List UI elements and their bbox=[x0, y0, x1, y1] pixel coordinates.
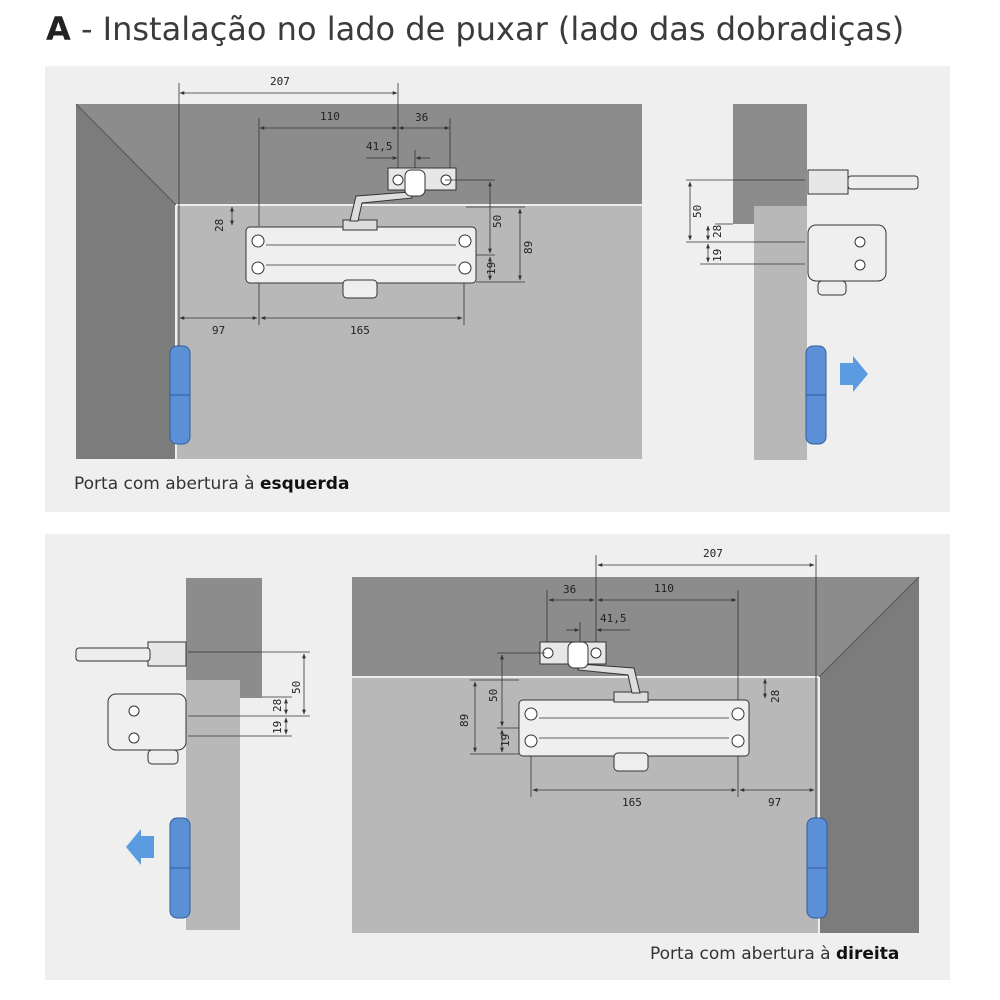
frame bbox=[186, 578, 262, 698]
dim-41-5: 41,5 bbox=[366, 140, 393, 153]
arrow-right-icon bbox=[840, 356, 868, 392]
caption-left: Porta com abertura à esquerda bbox=[74, 474, 349, 494]
caption-left-bold: esquerda bbox=[259, 474, 350, 494]
dim-110: 110 bbox=[654, 582, 674, 595]
dim-36: 36 bbox=[415, 111, 428, 124]
dim-97: 97 bbox=[212, 324, 225, 337]
closer-body bbox=[518, 699, 750, 757]
door-edge bbox=[186, 680, 240, 930]
side-dim-50: 50 bbox=[290, 681, 303, 694]
dim-19: 19 bbox=[499, 734, 512, 747]
side-dim-28: 28 bbox=[711, 225, 724, 238]
arrow-left-icon bbox=[126, 829, 154, 865]
dim-50: 50 bbox=[491, 215, 504, 228]
dim-165: 165 bbox=[622, 796, 642, 809]
dim-110: 110 bbox=[320, 110, 340, 123]
side-dim-19: 19 bbox=[711, 249, 724, 262]
dim-165: 165 bbox=[350, 324, 370, 337]
dim-36: 36 bbox=[563, 583, 576, 596]
closer-side bbox=[107, 693, 187, 751]
side-dim-50: 50 bbox=[691, 205, 704, 218]
dim-50: 50 bbox=[487, 689, 500, 702]
title-letter: A bbox=[46, 10, 71, 48]
door-edge bbox=[754, 206, 807, 460]
side-view-bottom: 50 28 19 bbox=[75, 578, 310, 930]
dim-207: 207 bbox=[270, 75, 290, 88]
dim-97: 97 bbox=[768, 796, 781, 809]
caption-right-prefix: Porta com abertura à bbox=[650, 944, 836, 964]
caption-right-bold: direita bbox=[835, 944, 900, 964]
dim-19: 19 bbox=[485, 262, 498, 275]
caption-right: Porta com abertura à direita bbox=[650, 944, 899, 964]
dim-89: 89 bbox=[522, 241, 535, 254]
dim-28: 28 bbox=[213, 219, 226, 232]
title-text: - Instalação no lado de puxar (lado das … bbox=[80, 10, 905, 48]
dim-89: 89 bbox=[458, 714, 471, 727]
frame bbox=[733, 104, 807, 224]
side-view-top: 50 28 19 bbox=[686, 104, 919, 460]
front-view-top: 207 110 36 41,5 28 50 89 19 97 165 bbox=[75, 75, 642, 459]
side-dim-19: 19 bbox=[271, 721, 284, 734]
page-title: A - Instalação no lado de puxar (lado da… bbox=[46, 10, 904, 48]
dim-207: 207 bbox=[703, 547, 723, 560]
front-view-bottom: 207 110 36 41,5 28 50 89 19 165 97 bbox=[352, 547, 920, 933]
closer-side bbox=[807, 224, 887, 282]
side-dim-28: 28 bbox=[271, 699, 284, 712]
dim-28: 28 bbox=[769, 690, 782, 703]
caption-left-prefix: Porta com abertura à bbox=[74, 474, 260, 494]
dim-41-5: 41,5 bbox=[600, 612, 627, 625]
